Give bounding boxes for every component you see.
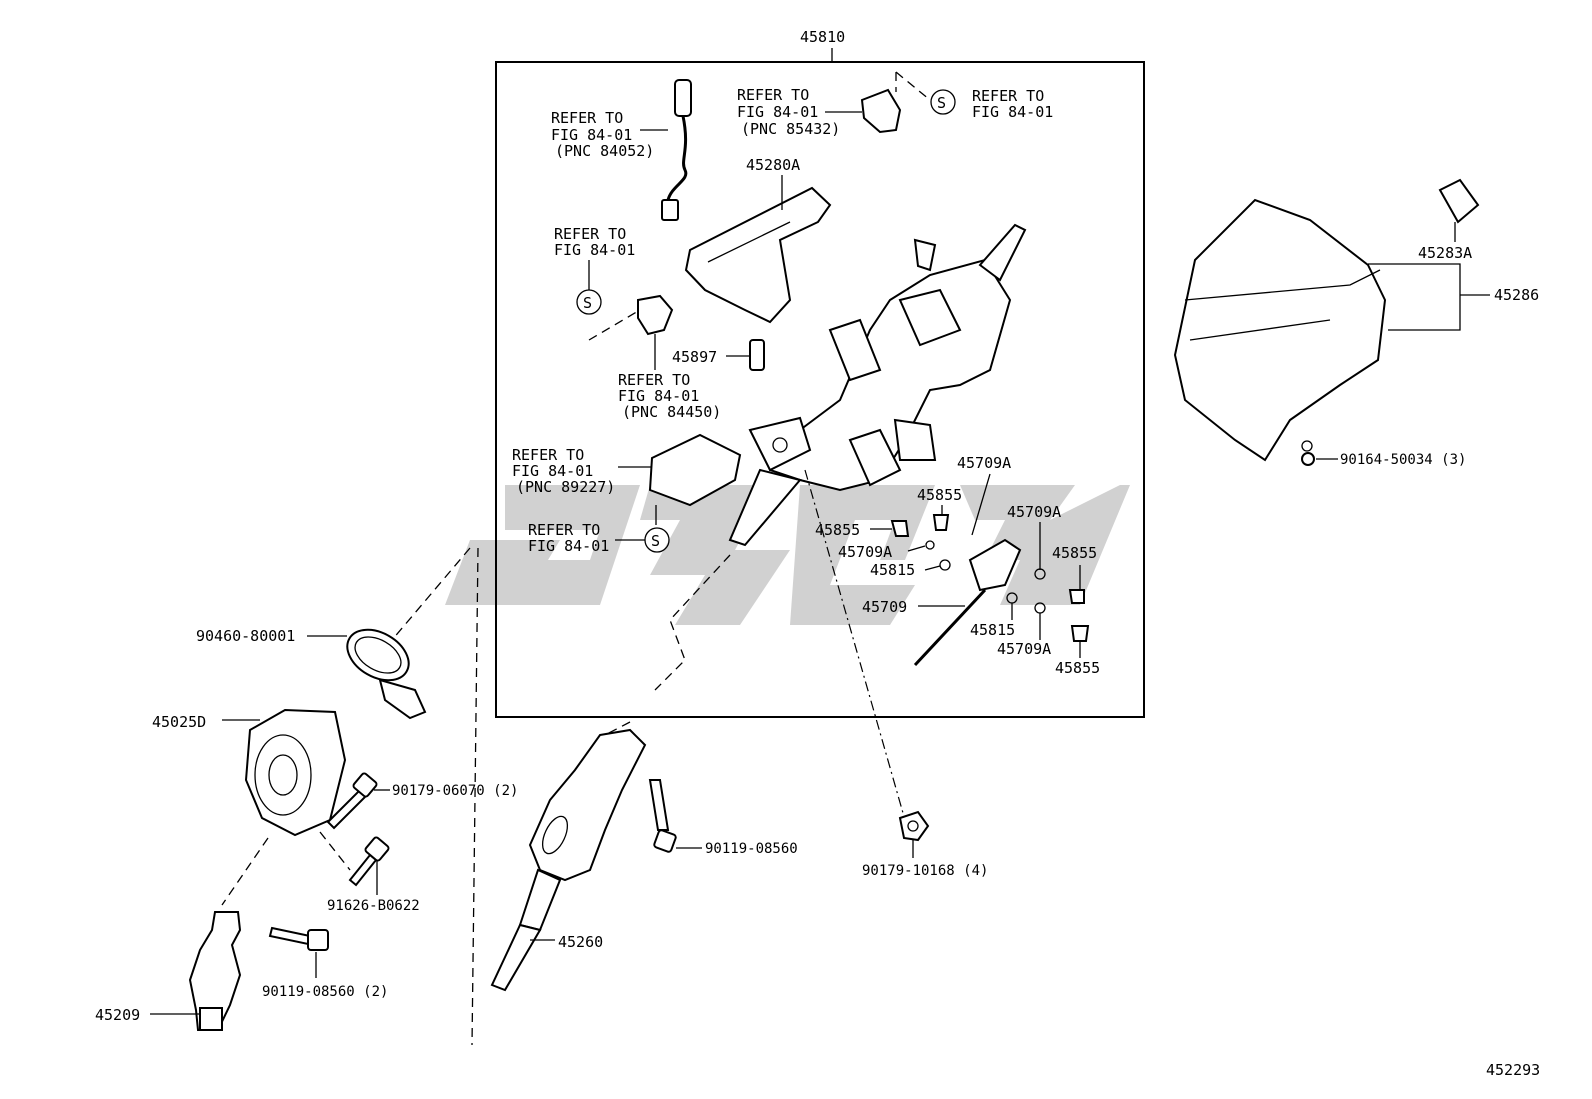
part-label-90164: 90164-50034 (3): [1340, 452, 1466, 468]
svg-text:REFER TO: REFER TO: [972, 87, 1044, 105]
ecu-89227-icon: [648, 433, 742, 525]
part-label-45855-2: 45855: [815, 521, 892, 539]
part-label-45709: 45709: [862, 598, 965, 616]
svg-text:45709A: 45709A: [957, 454, 1011, 472]
svg-text:FIG 84-01: FIG 84-01: [512, 462, 593, 480]
screw-45855-b-icon: [890, 520, 910, 537]
svg-text:45815: 45815: [870, 561, 915, 579]
bolt-90119-a-icon: [648, 779, 702, 853]
bolt-90119-b-icon: [268, 926, 329, 978]
svg-text:S: S: [937, 94, 946, 112]
refer-to-85432: REFER TO FIG 84-01 (PNC 85432): [737, 86, 862, 138]
svg-text:45709A: 45709A: [997, 640, 1051, 658]
part-label-45855-4: 45855: [1055, 625, 1100, 677]
bracket-45280A-icon: [684, 186, 832, 324]
bolt-90179-06070-icon: [326, 772, 390, 830]
svg-text:(PNC 84450): (PNC 84450): [622, 403, 721, 421]
svg-text:FIG 84-01: FIG 84-01: [554, 241, 635, 259]
watermark-logo: [445, 485, 1130, 625]
steering-column-body-icon: [728, 223, 1027, 547]
joint-45209-icon: [188, 911, 242, 1031]
svg-text:45709A: 45709A: [838, 543, 892, 561]
part-label-45025D: 45025D: [152, 713, 260, 731]
bolt-91626-icon: [348, 836, 390, 895]
refer-to-s-bottom: REFER TO FIG 84-01 S: [528, 521, 670, 555]
svg-text:45855: 45855: [1055, 659, 1100, 677]
svg-text:45709: 45709: [862, 598, 907, 616]
svg-text:45855: 45855: [1052, 544, 1097, 562]
svg-text:S: S: [651, 532, 660, 550]
part-label-45286: 45286: [1368, 263, 1539, 331]
svg-text:45260: 45260: [558, 933, 603, 951]
svg-text:FIG 84-01: FIG 84-01: [528, 537, 609, 555]
svg-text:45209: 45209: [95, 1006, 140, 1024]
svg-text:FIG 84-01: FIG 84-01: [618, 387, 699, 405]
svg-text:45815: 45815: [970, 621, 1015, 639]
sensor-85432-icon: [860, 88, 902, 134]
part-label-45280A: 45280A: [746, 156, 800, 174]
svg-text:REFER TO: REFER TO: [512, 446, 584, 464]
part-label-45855-1: 45855: [917, 486, 962, 515]
part-label-45209: 45209: [95, 1006, 200, 1024]
clamp-90460-icon: [346, 628, 427, 720]
sensor-84450-icon: [637, 294, 674, 370]
part-label-91626: 91626-B0622: [327, 898, 420, 914]
boot-45025D-icon: [244, 708, 347, 837]
refer-to-84450: REFER TO FIG 84-01 (PNC 84450): [618, 371, 721, 421]
refer-to-89227: REFER TO FIG 84-01 (PNC 89227): [512, 446, 655, 496]
svg-text:REFER TO: REFER TO: [618, 371, 690, 389]
figure-number: 452293: [1486, 1061, 1540, 1079]
part-label-45897: 45897: [672, 348, 717, 366]
svg-text:FIG 84-01: FIG 84-01: [551, 126, 632, 144]
svg-text:45025D: 45025D: [152, 713, 206, 731]
refer-to-s-left: REFER TO FIG 84-01 S: [554, 225, 641, 341]
part-label-45855-3: 45855: [1052, 544, 1097, 604]
emblem-45283A-icon: [1438, 178, 1480, 242]
svg-text:(PNC 85432): (PNC 85432): [741, 120, 840, 138]
svg-text:45709A: 45709A: [1007, 503, 1061, 521]
part-label-45815-2: 45815: [970, 592, 1018, 639]
refer-to-s-top: S REFER TO FIG 84-01: [930, 87, 1053, 121]
screw-45855-a-icon: [932, 514, 950, 531]
part-label-45283A: 45283A: [1418, 244, 1472, 262]
svg-text:REFER TO: REFER TO: [528, 521, 600, 539]
part-label-45709A-3: 45709A: [1007, 503, 1061, 580]
svg-text:(PNC 89227): (PNC 89227): [516, 478, 615, 496]
part-label-45260: 45260: [530, 933, 603, 951]
svg-text:REFER TO: REFER TO: [551, 109, 623, 127]
pin-45897-icon: [749, 339, 765, 371]
part-label-90119-a: 90119-08560: [705, 841, 798, 857]
svg-text:(PNC 84052): (PNC 84052): [555, 142, 654, 160]
svg-text:FIG 84-01: FIG 84-01: [737, 103, 818, 121]
svg-text:45855: 45855: [917, 486, 962, 504]
part-label-45709A-1: 45709A: [957, 454, 1011, 536]
nut-90179-10168-icon: [898, 810, 930, 858]
column-cover-45286-icon: [1173, 198, 1387, 462]
svg-text:S: S: [583, 294, 592, 312]
part-label-90119-b: 90119-08560 (2): [262, 984, 388, 1000]
svg-text:90460-80001: 90460-80001: [196, 627, 295, 645]
svg-text:45855: 45855: [815, 521, 860, 539]
part-label-45709A-4: 45709A: [997, 602, 1051, 658]
part-label-90179-06070: 90179-06070 (2): [392, 783, 518, 799]
assembly-45810-frame: [495, 61, 1145, 718]
tilt-lever-45709-icon: [913, 538, 1022, 667]
svg-text:45286: 45286: [1494, 286, 1539, 304]
refer-to-84052: REFER TO FIG 84-01 (PNC 84052): [551, 109, 668, 160]
screw-90164-icon: [1301, 440, 1338, 466]
svg-text:FIG 84-01: FIG 84-01: [972, 103, 1053, 121]
assembly-label: 45810: [800, 28, 845, 46]
svg-text:REFER TO: REFER TO: [554, 225, 626, 243]
part-label-45709A-2: 45709A: [838, 540, 935, 561]
svg-text:REFER TO: REFER TO: [737, 86, 809, 104]
part-label-45815-1: 45815: [870, 559, 951, 579]
part-label-90179-10168: 90179-10168 (4): [862, 863, 988, 879]
part-label-90460: 90460-80001: [196, 627, 347, 645]
wire-harness-84052-icon: [661, 79, 692, 221]
shaft-45260-icon: [490, 728, 647, 992]
